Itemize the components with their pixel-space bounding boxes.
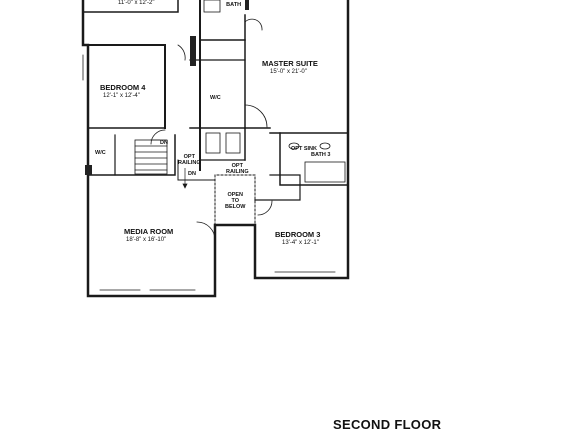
arrow-head	[182, 183, 188, 189]
media-room-name: MEDIA ROOM	[124, 227, 174, 236]
door-swing	[244, 18, 263, 31]
door-swing	[150, 129, 166, 145]
outer-wall	[81, 0, 350, 298]
walk-in-closet-label: W/C	[210, 95, 221, 101]
wall-column	[85, 165, 92, 175]
floor-title: SECOND FLOOR	[333, 417, 442, 432]
door-swing	[196, 221, 216, 241]
wall-column	[245, 0, 249, 10]
opt-railing-label: OPT RAILING	[178, 154, 201, 166]
wall-column	[190, 36, 196, 66]
walk-in-closet-label: W/C	[95, 150, 106, 156]
open-to-below-label: OPEN TO BELOW	[225, 192, 246, 210]
stairs-down-label: DN	[188, 171, 196, 177]
bedroom4-dims: 12'-1" x 12'-4"	[103, 93, 140, 99]
bedroom3-dims: 13'-4" x 12'-1"	[282, 240, 319, 246]
door-swing	[257, 200, 273, 216]
sink-fixture	[319, 142, 331, 150]
interior-wall	[87, 44, 166, 129]
master-suite-name: MASTER SUITE	[262, 59, 318, 68]
interior-wall	[199, 14, 246, 41]
interior-wall	[82, 0, 179, 13]
master-bath-label: MASTER BATH	[222, 0, 245, 8]
opt-railing-label: OPT RAILING	[226, 163, 249, 175]
interior-wall	[87, 134, 176, 176]
master-suite-dims: 15'-0" x 21'-0"	[270, 69, 307, 75]
bedroom4-name: BEDROOM 4	[100, 83, 146, 92]
tub-fixture	[304, 161, 346, 183]
bedroom3-name: BEDROOM 3	[275, 230, 321, 239]
sink-fixture	[288, 142, 300, 150]
top-room-dims: 11'-0" x 12'-2"	[118, 0, 155, 6]
railing	[177, 159, 216, 181]
stairs-down-label: DN	[160, 140, 168, 146]
bath3-label: BATH 3	[311, 152, 331, 158]
shower-fixture	[225, 132, 241, 154]
railing	[214, 174, 256, 226]
interior-wall	[254, 174, 301, 201]
shower-fixture	[205, 132, 221, 154]
bath-fixture	[203, 0, 221, 13]
opt-sink-label: OPT SINK	[291, 146, 317, 152]
media-room-dims: 18'-8" x 16'-10"	[126, 237, 167, 243]
door-swing	[177, 44, 186, 61]
interior-wall	[279, 132, 349, 186]
door-swing	[244, 104, 268, 128]
